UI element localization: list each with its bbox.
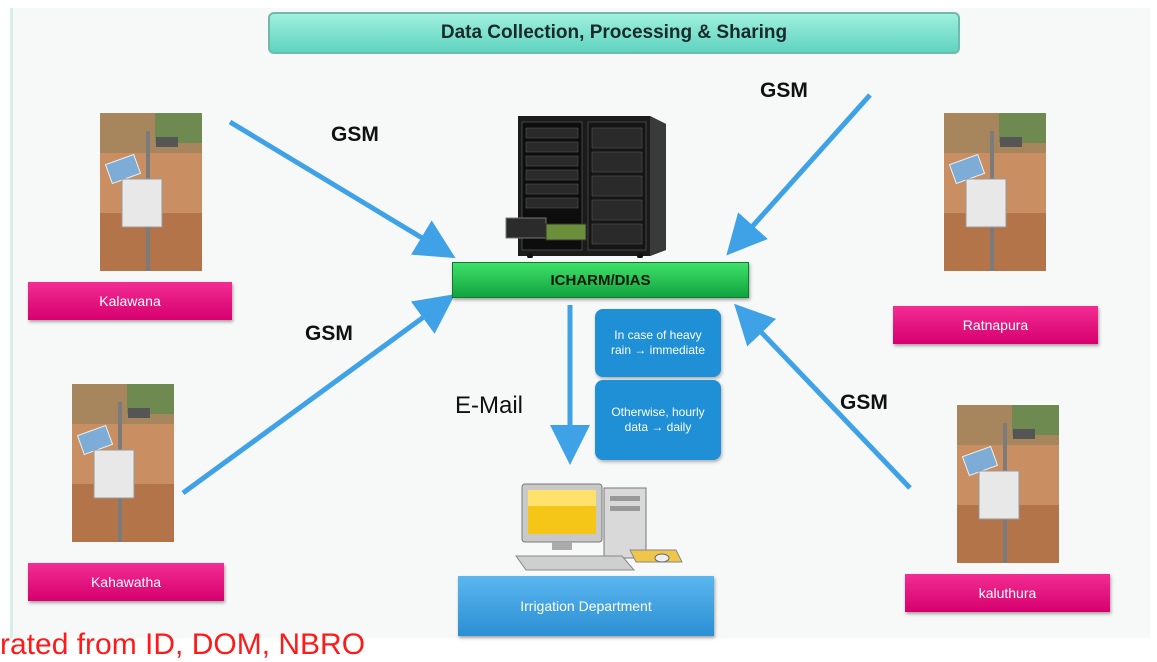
gsm-label-bottom-left: GSM xyxy=(305,322,353,345)
note-otherwise: Otherwise, hourly data → daily xyxy=(595,380,721,460)
gsm-label-bottom-right: GSM xyxy=(840,391,888,414)
source-caption: rated from ID, DOM, NBRO xyxy=(0,628,366,661)
desktop-computer-icon xyxy=(515,483,683,571)
hub-icharm-dias: ICHARM/DIAS xyxy=(452,262,749,298)
weather-station-photo-kahawatha xyxy=(72,384,174,542)
server-rack-icon xyxy=(505,116,666,258)
diagram-title: Data Collection, Processing & Sharing xyxy=(268,12,960,54)
station-label-kaluthura: kaluthura xyxy=(905,574,1110,612)
station-label-ratnapura: Ratnapura xyxy=(893,306,1098,344)
weather-station-photo-kalawana xyxy=(100,113,202,271)
arrow-kahawatha-to-hub xyxy=(181,294,456,496)
gsm-label-top-right: GSM xyxy=(760,79,808,102)
arrow-kaluthura-to-hub xyxy=(734,303,912,490)
gsm-label-top-left: GSM xyxy=(331,123,379,146)
note-heavy-rain: In case of heavy rain → immediate xyxy=(595,309,721,377)
arrow-ratnapura-to-hub xyxy=(726,93,872,256)
station-label-kahawatha: Kahawatha xyxy=(28,563,224,601)
station-label-kalawana: Kalawana xyxy=(28,282,232,320)
weather-station-photo-ratnapura xyxy=(944,113,1046,271)
arrow-kalawana-to-hub xyxy=(228,119,456,259)
weather-station-photo-kaluthura xyxy=(957,405,1059,563)
destination-irrigation-department: Irrigation Department xyxy=(458,576,714,636)
email-label: E-Mail xyxy=(455,392,524,419)
